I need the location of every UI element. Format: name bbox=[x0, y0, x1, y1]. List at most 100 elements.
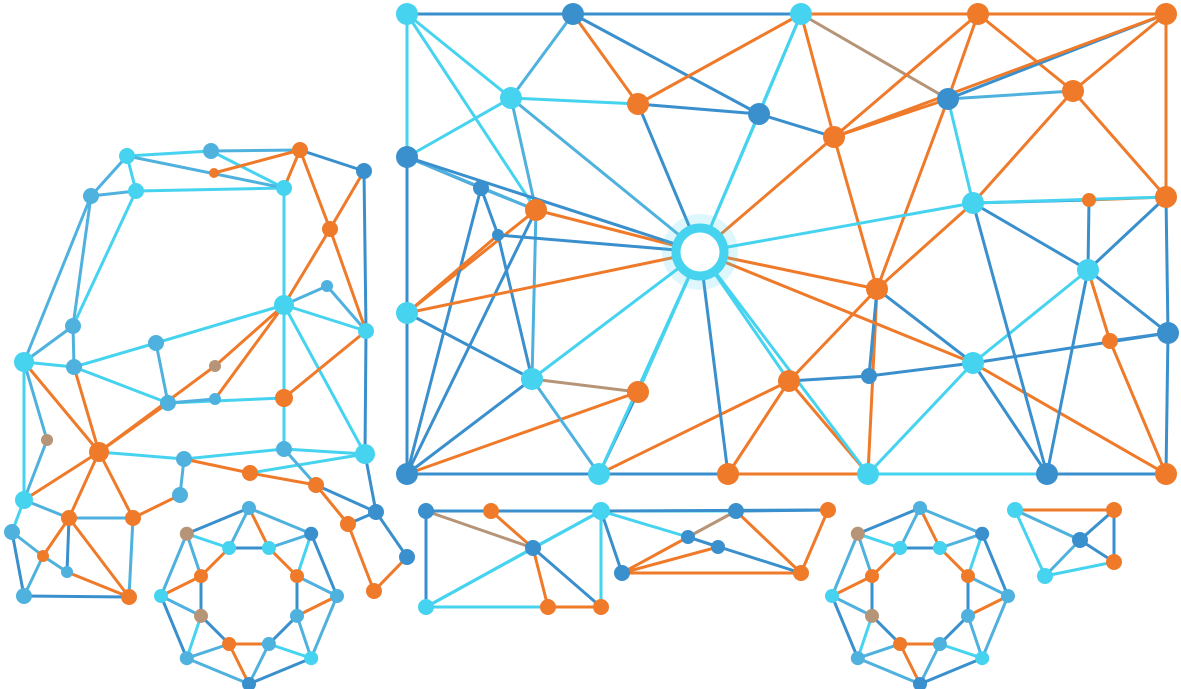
network-node bbox=[866, 278, 888, 300]
network-node bbox=[967, 3, 989, 25]
network-edge bbox=[571, 12, 640, 106]
network-edge bbox=[830, 574, 874, 598]
network-edge bbox=[946, 12, 980, 101]
network-edge bbox=[636, 102, 761, 116]
network-node bbox=[893, 637, 908, 651]
network-node bbox=[179, 651, 194, 666]
network-edge bbox=[97, 450, 135, 520]
network-edge bbox=[405, 233, 500, 315]
network-node bbox=[1036, 463, 1058, 485]
network-edge bbox=[1071, 12, 1168, 93]
network-node bbox=[975, 526, 990, 541]
hub-spoke bbox=[530, 250, 702, 381]
network-edge bbox=[1086, 195, 1168, 272]
network-node bbox=[128, 183, 144, 199]
network-node bbox=[1106, 502, 1122, 518]
network-node bbox=[261, 637, 276, 651]
network-edge bbox=[405, 390, 640, 476]
network-node bbox=[521, 368, 543, 390]
network-node bbox=[4, 524, 20, 540]
network-edge bbox=[159, 574, 203, 598]
network-edge bbox=[213, 303, 286, 368]
network-node bbox=[850, 651, 865, 666]
network-node bbox=[1106, 554, 1122, 570]
network-edge bbox=[938, 532, 984, 550]
network-edge bbox=[971, 201, 1090, 272]
network-edge bbox=[185, 532, 231, 550]
network-node bbox=[14, 352, 34, 372]
network-edge bbox=[65, 516, 71, 574]
network-node bbox=[261, 541, 276, 555]
network-node bbox=[358, 323, 374, 339]
network-node bbox=[304, 526, 319, 541]
network-edge bbox=[424, 509, 603, 609]
network-edge bbox=[856, 532, 874, 578]
network-edge bbox=[980, 532, 1010, 598]
network-node bbox=[209, 393, 221, 405]
network-edge bbox=[832, 12, 1168, 139]
network-edge bbox=[918, 642, 942, 686]
network-node bbox=[748, 103, 770, 125]
network-edge bbox=[856, 642, 902, 660]
network-node bbox=[778, 370, 800, 392]
network-node bbox=[790, 3, 812, 25]
network-hub bbox=[662, 214, 738, 290]
network-edge bbox=[980, 594, 1010, 660]
network-node bbox=[222, 541, 237, 555]
network-edge bbox=[72, 341, 158, 369]
network-node bbox=[125, 510, 141, 526]
network-edge bbox=[599, 509, 624, 575]
network-node bbox=[525, 540, 541, 556]
network-edge bbox=[71, 194, 93, 328]
network-edge bbox=[282, 303, 368, 333]
network-edge bbox=[509, 96, 538, 212]
network-edge bbox=[479, 186, 500, 237]
network-edge bbox=[314, 483, 378, 514]
hub-spoke bbox=[509, 96, 702, 254]
network-node bbox=[41, 434, 53, 446]
network-node bbox=[820, 502, 836, 518]
network-node bbox=[492, 229, 504, 241]
network-node bbox=[1155, 463, 1177, 485]
network-edge bbox=[726, 379, 791, 476]
network-edge bbox=[22, 324, 75, 364]
network-edge bbox=[866, 361, 975, 476]
network-node bbox=[850, 526, 865, 541]
network-edge bbox=[363, 329, 368, 456]
network-edge bbox=[787, 374, 871, 383]
network-edge bbox=[830, 594, 860, 660]
network-edge bbox=[185, 506, 251, 536]
network-edge bbox=[405, 12, 538, 212]
network-edge bbox=[247, 506, 271, 550]
network-edge bbox=[1043, 538, 1082, 578]
network-edge bbox=[125, 149, 213, 158]
network-node bbox=[961, 608, 975, 623]
network-edge bbox=[799, 12, 950, 101]
network-edge bbox=[636, 12, 803, 106]
network-edge bbox=[799, 12, 836, 139]
network-edge bbox=[971, 361, 1049, 476]
network-edge bbox=[509, 96, 640, 106]
network-edge bbox=[830, 594, 874, 618]
hub-spoke bbox=[698, 250, 879, 291]
network-node bbox=[717, 463, 739, 485]
network-nodes bbox=[4, 3, 1179, 689]
network-edge bbox=[22, 360, 101, 454]
network-node bbox=[823, 126, 845, 148]
network-edge bbox=[799, 508, 830, 575]
network-edge bbox=[424, 509, 535, 550]
network-edge bbox=[298, 148, 332, 231]
network-edge bbox=[898, 642, 922, 686]
network-edge bbox=[571, 12, 761, 116]
network-edge bbox=[597, 379, 791, 476]
network-edge bbox=[599, 508, 830, 513]
hub-spoke bbox=[698, 201, 975, 254]
network-edge bbox=[309, 532, 339, 598]
network-edge bbox=[298, 148, 366, 173]
network-node bbox=[154, 589, 168, 603]
network-edge bbox=[227, 506, 251, 550]
network-node bbox=[203, 143, 219, 159]
network-node bbox=[588, 463, 610, 485]
network-edge bbox=[938, 642, 984, 660]
